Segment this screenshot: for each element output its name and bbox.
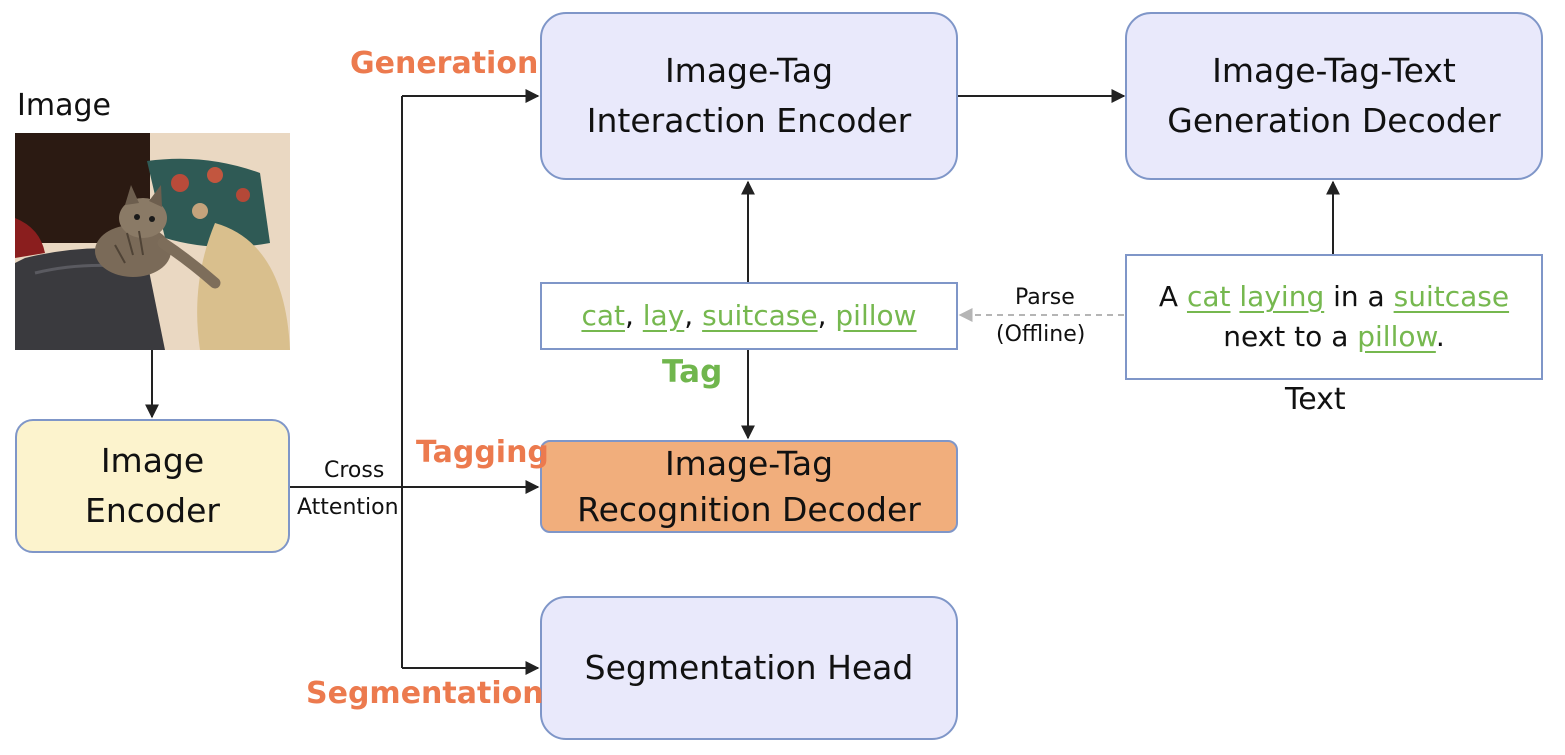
tag-separator: ,	[684, 299, 703, 332]
generation-decoder-box: Image-Tag-Text Generation Decoder	[1125, 12, 1543, 180]
tag-box: cat, lay, suitcase, pillow	[540, 282, 958, 350]
tag-item: suitcase	[702, 299, 818, 332]
generation-decoder-line2: Generation Decoder	[1167, 101, 1501, 140]
recognition-decoder-line2: Recognition Decoder	[577, 489, 921, 529]
image-encoder-line1: Image	[100, 441, 205, 480]
recognition-decoder-line1: Image-Tag	[664, 443, 834, 483]
tagging-label: Tagging	[416, 435, 549, 470]
tag-separator: ,	[817, 299, 836, 332]
tag-item: pillow	[835, 299, 917, 332]
text-tag-word: laying	[1239, 280, 1325, 313]
text-tag-word: suitcase	[1393, 280, 1510, 313]
image-encoder-box: Image Encoder	[15, 419, 290, 553]
text-box: A cat laying in a suitcase next to a pil…	[1125, 254, 1543, 380]
interaction-encoder-line2: Interaction Encoder	[586, 101, 912, 140]
generation-label: Generation	[350, 46, 539, 81]
recognition-decoder-box: Image-Tag Recognition Decoder	[540, 440, 958, 533]
segmentation-head-label: Segmentation Head	[584, 648, 914, 687]
tag-separator: ,	[624, 299, 643, 332]
image-encoder-line2: Encoder	[85, 491, 220, 530]
text-segment: .	[1435, 320, 1445, 353]
parse-label: Parse	[1015, 285, 1075, 310]
cat-image	[15, 133, 290, 350]
interaction-encoder-line1: Image-Tag	[664, 51, 834, 90]
segmentation-label: Segmentation	[306, 676, 544, 711]
tag-list: cat, lay, suitcase, pillow	[581, 291, 916, 341]
text-tag-word: cat	[1186, 280, 1231, 313]
text-segment: next to a	[1223, 320, 1358, 353]
tag-caption: Tag	[662, 354, 723, 390]
generation-decoder-line1: Image-Tag-Text	[1212, 51, 1456, 90]
text-line-1: A cat laying in a suitcase	[1159, 277, 1509, 317]
segmentation-head-box: Segmentation Head	[540, 596, 958, 740]
image-label: Image	[17, 88, 111, 123]
tag-item: cat	[581, 299, 625, 332]
text-segment: A	[1158, 280, 1187, 313]
cross-label: Cross	[324, 458, 385, 483]
tag-item: lay	[642, 299, 685, 332]
interaction-encoder-box: Image-Tag Interaction Encoder	[540, 12, 958, 180]
text-caption: Text	[1285, 382, 1346, 417]
attention-label: Attention	[297, 495, 399, 520]
text-line-2: next to a pillow.	[1223, 317, 1444, 357]
text-segment: in a	[1324, 280, 1394, 313]
text-tag-word: pillow	[1357, 320, 1436, 353]
offline-label: (Offline)	[996, 322, 1086, 347]
